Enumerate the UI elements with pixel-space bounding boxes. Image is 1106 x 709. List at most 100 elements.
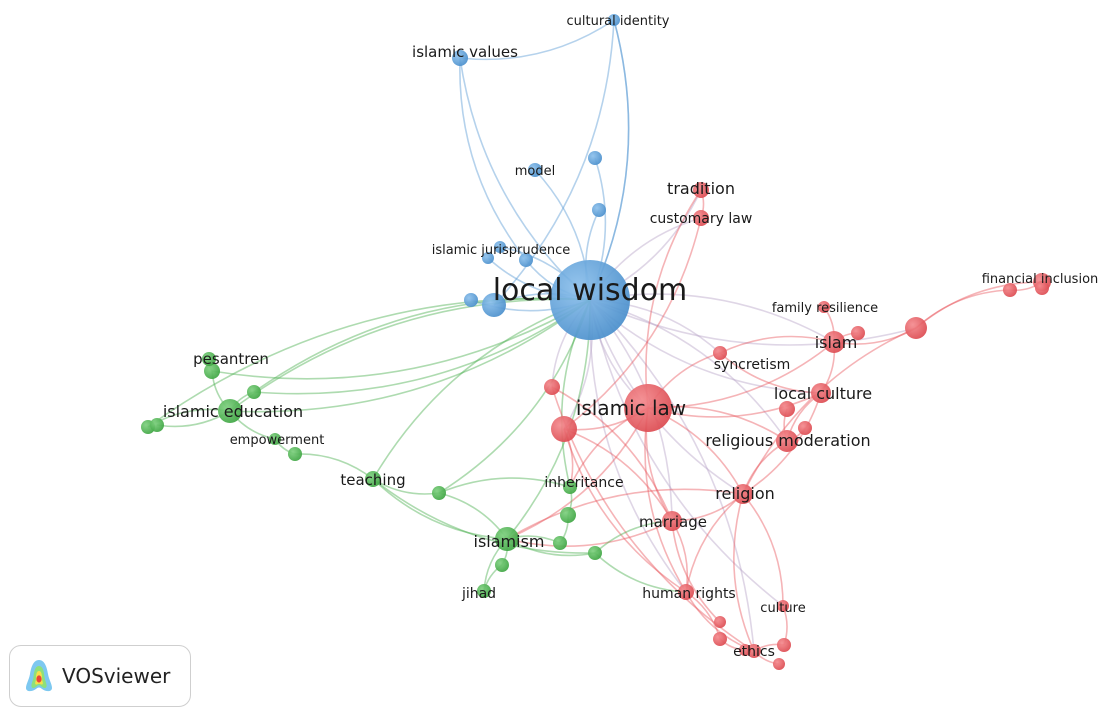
node-human-rights[interactable] bbox=[678, 584, 694, 600]
node-r-unlabeled-1[interactable] bbox=[1003, 283, 1017, 297]
node-culture[interactable] bbox=[777, 600, 789, 612]
node-r-unlabeled-4[interactable] bbox=[851, 326, 865, 340]
label-jihad: jihad bbox=[461, 586, 496, 602]
network-link bbox=[253, 299, 591, 395]
node-b-unlabeled-5[interactable] bbox=[482, 293, 506, 317]
node-g-unlabeled-4[interactable] bbox=[150, 418, 164, 432]
node-r-unlabeled-3[interactable] bbox=[905, 317, 927, 339]
network-link bbox=[551, 386, 673, 522]
node-ethics[interactable] bbox=[747, 644, 761, 658]
label-customary-law: customary law bbox=[650, 211, 753, 227]
node-teaching[interactable] bbox=[365, 471, 381, 487]
network-link bbox=[506, 488, 744, 540]
network-link bbox=[294, 453, 374, 480]
label-teaching: teaching bbox=[340, 471, 405, 489]
node-r-unlabeled-13[interactable] bbox=[739, 644, 751, 656]
network-link bbox=[589, 299, 755, 652]
network-link bbox=[493, 19, 615, 306]
network-link bbox=[372, 478, 508, 540]
node-jihad[interactable] bbox=[477, 584, 491, 598]
node-g-unlabeled-8[interactable] bbox=[553, 536, 567, 550]
node-g-unlabeled-2[interactable] bbox=[247, 385, 261, 399]
label-pesantren: pesantren bbox=[193, 350, 269, 368]
network-link bbox=[589, 299, 687, 593]
label-ethics: ethics bbox=[733, 644, 775, 660]
node-r-unlabeled-12[interactable] bbox=[773, 658, 785, 670]
label-cultural-identity: cultural identity bbox=[567, 14, 670, 29]
node-r-unlabeled-5[interactable] bbox=[551, 416, 577, 442]
node-family-resilience[interactable] bbox=[818, 301, 830, 313]
node-r-unlabeled-2[interactable] bbox=[1035, 281, 1049, 295]
network-link bbox=[459, 19, 615, 61]
node-tradition[interactable] bbox=[693, 182, 709, 198]
node-syncretism[interactable] bbox=[713, 346, 727, 360]
node-islamic-education[interactable] bbox=[218, 399, 242, 423]
label-inheritance: inheritance bbox=[544, 475, 623, 491]
node-g-unlabeled-1[interactable] bbox=[202, 352, 216, 366]
node-g-unlabeled-10[interactable] bbox=[495, 558, 509, 572]
label-islamic-education: islamic education bbox=[163, 402, 303, 421]
vosviewer-badge: VOSviewer bbox=[9, 645, 191, 707]
label-human-rights: human rights bbox=[642, 586, 735, 602]
node-b-unlabeled-6[interactable] bbox=[464, 293, 478, 307]
network-link bbox=[506, 520, 673, 548]
node-cultural-identity[interactable] bbox=[608, 14, 620, 26]
node-pesantren[interactable] bbox=[204, 363, 220, 379]
network-link bbox=[685, 493, 744, 593]
node-r-unlabeled-9[interactable] bbox=[714, 616, 726, 628]
link-layer bbox=[147, 19, 1043, 665]
node-g-unlabeled-6[interactable] bbox=[432, 486, 446, 500]
network-link bbox=[719, 352, 822, 394]
network-link bbox=[211, 299, 591, 380]
node-local-culture[interactable] bbox=[811, 383, 831, 403]
label-model: model bbox=[515, 164, 555, 179]
network-link bbox=[459, 57, 527, 261]
label-islamic-law: islamic law bbox=[576, 396, 686, 420]
network-link bbox=[563, 428, 687, 593]
node-inheritance[interactable] bbox=[563, 480, 577, 494]
node-r-unlabeled-6[interactable] bbox=[544, 379, 560, 395]
node-local-wisdom[interactable] bbox=[550, 260, 630, 340]
vosviewer-badge-label: VOSviewer bbox=[62, 664, 171, 688]
label-local-wisdom: local wisdom bbox=[493, 273, 688, 308]
label-syncretism: syncretism bbox=[714, 357, 791, 373]
network-link bbox=[589, 299, 784, 607]
node-religious-moderation[interactable] bbox=[776, 430, 798, 452]
label-local-culture: local culture bbox=[774, 384, 872, 403]
node-g-unlabeled-5[interactable] bbox=[288, 447, 302, 461]
label-religious-moderation: religious moderation bbox=[705, 431, 870, 450]
node-r-unlabeled-8[interactable] bbox=[798, 421, 812, 435]
network-link bbox=[506, 407, 649, 540]
node-b-unlabeled-2[interactable] bbox=[592, 203, 606, 217]
network-link bbox=[229, 299, 591, 413]
node-islamic-values[interactable] bbox=[452, 50, 468, 66]
network-link bbox=[147, 297, 591, 428]
node-islamism[interactable] bbox=[495, 527, 519, 551]
label-culture: culture bbox=[760, 601, 805, 616]
node-marriage[interactable] bbox=[662, 511, 682, 531]
network-link bbox=[742, 493, 784, 607]
node-islamic-law[interactable] bbox=[624, 384, 672, 432]
node-customary-law[interactable] bbox=[693, 210, 709, 226]
node-g-unlabeled-9[interactable] bbox=[588, 546, 602, 560]
node-r-unlabeled-10[interactable] bbox=[713, 632, 727, 646]
label-family-resilience: family resilience bbox=[772, 301, 878, 316]
node-islam[interactable] bbox=[823, 331, 845, 353]
network-link bbox=[372, 478, 596, 554]
node-r-unlabeled-7[interactable] bbox=[779, 401, 795, 417]
network-link bbox=[438, 477, 571, 494]
node-islamic-jurisprudence[interactable] bbox=[482, 252, 494, 264]
node-b-unlabeled-1[interactable] bbox=[588, 151, 602, 165]
node-r-unlabeled-11[interactable] bbox=[777, 638, 791, 652]
node-model[interactable] bbox=[528, 163, 542, 177]
network-link bbox=[563, 217, 702, 430]
node-empowerment[interactable] bbox=[269, 433, 281, 445]
network-link bbox=[229, 298, 591, 412]
node-b-unlabeled-3[interactable] bbox=[494, 241, 506, 253]
node-religion[interactable] bbox=[733, 484, 753, 504]
node-b-unlabeled-4[interactable] bbox=[519, 253, 533, 267]
network-link bbox=[915, 281, 1043, 329]
node-g-unlabeled-7[interactable] bbox=[560, 507, 576, 523]
